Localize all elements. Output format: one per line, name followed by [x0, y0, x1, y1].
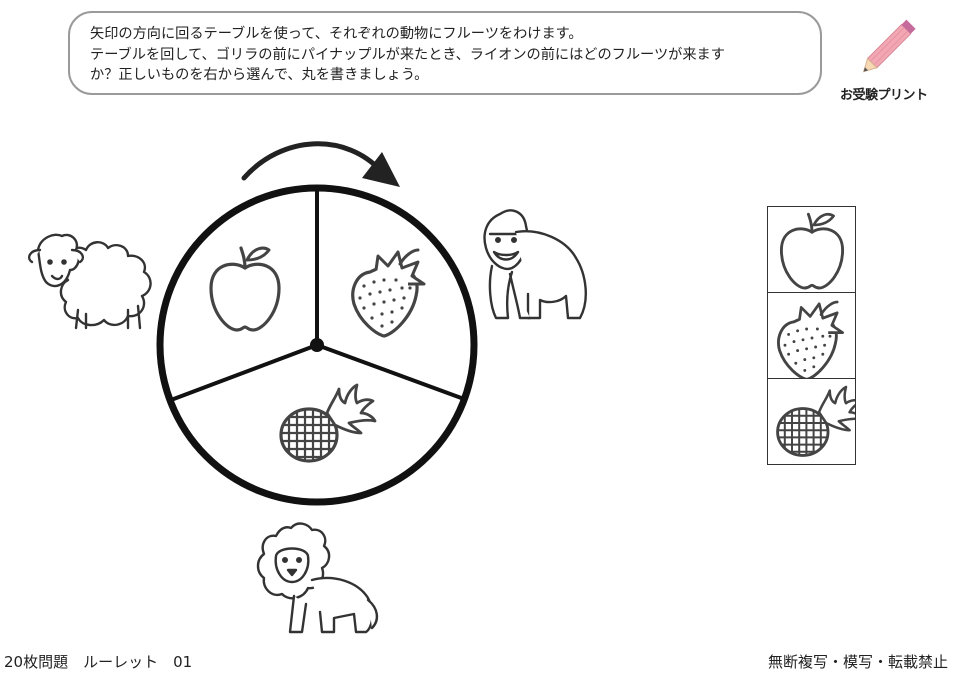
apple-icon [779, 212, 845, 290]
strawberry-icon [777, 300, 845, 378]
instruction-line-3: か？正しいものを右から選んで、丸を書きましょう。 [90, 67, 429, 83]
pineapple-icon [768, 379, 855, 464]
instruction-line-1: 矢印の方向に回るテーブルを使って、それぞれの動物にフルーツをわけます。 [90, 26, 583, 42]
gorilla-icon [483, 209, 587, 320]
table-center [310, 338, 324, 352]
divider-line [170, 343, 318, 402]
choice-pineapple[interactable] [767, 378, 856, 465]
footer-copyright: 無断複写・模写・転載禁止 [767, 653, 948, 671]
choice-apple[interactable] [767, 206, 856, 293]
brand-label: お受験プリント [840, 88, 928, 103]
pencil-icon [862, 19, 916, 73]
lion-icon [256, 522, 379, 634]
instruction-line-2: テーブルを回して、ゴリラの前にパイナップルが来たとき、ライオンの前にはどのフルー… [90, 46, 725, 63]
instruction-box: 矢印の方向に回るテーブルを使って、それぞれの動物にフルーツをわけます。 テーブル… [68, 11, 822, 95]
footer-title: 20枚問題 ルーレット 01 [4, 653, 193, 671]
sheep-icon [28, 233, 152, 330]
rotation-arrow [241, 141, 385, 181]
arrow-head-icon [362, 152, 400, 187]
answer-choices [767, 206, 856, 465]
divider-line [316, 343, 465, 401]
choice-strawberry[interactable] [767, 292, 856, 379]
